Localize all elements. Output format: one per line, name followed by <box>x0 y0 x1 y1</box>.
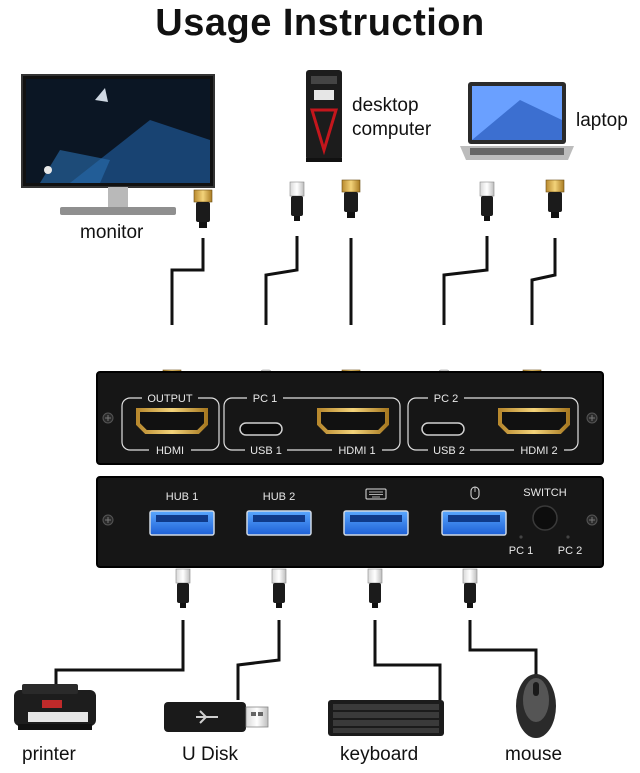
hdmi-output-port <box>136 408 208 434</box>
label-switch: SWITCH <box>523 487 566 499</box>
hdmi-2-port <box>498 408 570 434</box>
label-usb2: USB 2 <box>433 445 465 457</box>
keyboard-usb-port <box>343 510 409 536</box>
label-monitor: monitor <box>80 222 144 243</box>
mouse-icon <box>470 486 480 500</box>
kvm-front-panel <box>96 476 604 568</box>
label-hdmi1: HDMI 1 <box>338 445 375 457</box>
label-printer: printer <box>22 744 76 765</box>
label-u-disk: U Disk <box>182 744 238 765</box>
desktop-computer-image <box>306 70 342 162</box>
keyboard-icon <box>365 488 387 500</box>
usb-2-port <box>421 422 465 436</box>
usb-1-port <box>239 422 283 436</box>
page-title: Usage Instruction <box>155 2 485 44</box>
label-hdmi2: HDMI 2 <box>520 445 557 457</box>
monitor-image <box>21 74 215 215</box>
label-desktop-line2: computer <box>352 119 432 140</box>
pc2-led <box>566 535 570 539</box>
hub1-usb-port <box>149 510 215 536</box>
kvm-back-panel <box>96 371 604 465</box>
mouse-usb-port <box>441 510 507 536</box>
label-mouse: mouse <box>505 744 563 765</box>
top-cables <box>170 236 557 325</box>
label-hdmi: HDMI <box>156 445 184 457</box>
label-pc2-top: PC 2 <box>434 393 458 405</box>
printer-image <box>14 684 96 730</box>
bottom-cables <box>54 620 538 700</box>
label-hub1: HUB 1 <box>166 491 198 503</box>
mouse-image <box>516 674 556 738</box>
pc1-led <box>519 535 523 539</box>
label-pc2-led: PC 2 <box>558 545 582 557</box>
keyboard-image <box>328 700 444 736</box>
hdmi-1-port <box>317 408 389 434</box>
laptop-image <box>460 82 574 160</box>
u-disk-image <box>164 702 269 732</box>
label-desktop-line1: desktop <box>352 95 419 116</box>
label-keyboard: keyboard <box>340 744 419 765</box>
switch-button <box>532 505 558 531</box>
label-pc1-top: PC 1 <box>253 393 277 405</box>
label-laptop: laptop <box>576 110 628 131</box>
label-hub2: HUB 2 <box>263 491 295 503</box>
label-output: OUTPUT <box>147 393 193 405</box>
label-usb1: USB 1 <box>250 445 282 457</box>
label-pc1-led: PC 1 <box>509 545 533 557</box>
hub2-usb-port <box>246 510 312 536</box>
